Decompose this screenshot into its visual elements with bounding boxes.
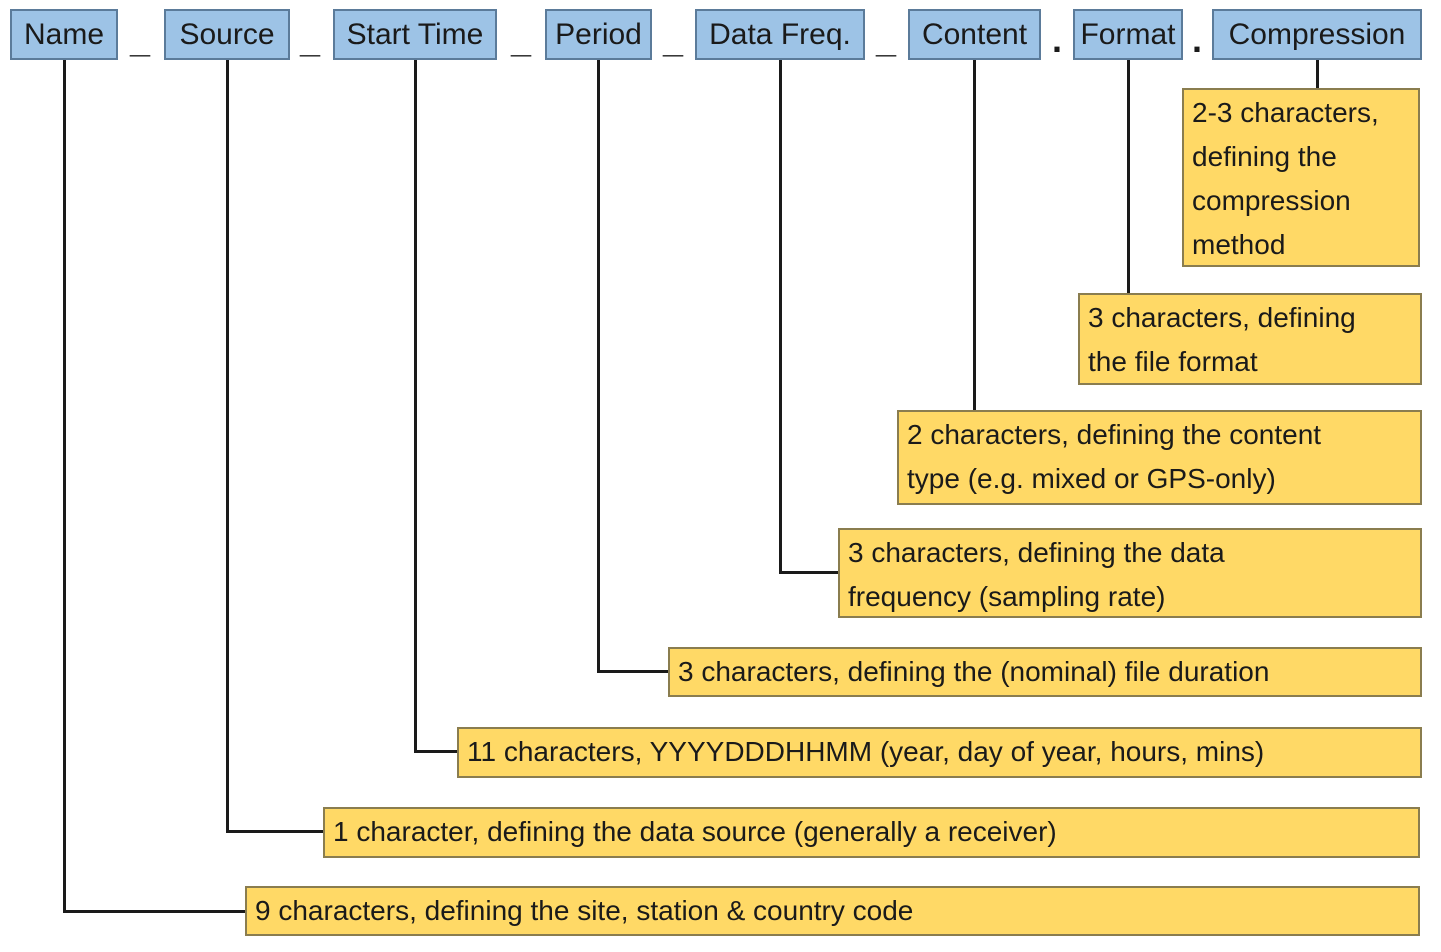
connector-line-data-freq: [779, 571, 838, 574]
field-box-period: Period: [545, 9, 652, 60]
connector-line-data-freq: [779, 60, 782, 574]
connector-line-period: [597, 60, 600, 673]
separator-underscore: _: [662, 19, 684, 60]
connector-line-compression: [1316, 60, 1319, 88]
field-box-start-time: Start Time: [333, 9, 497, 60]
connector-line-start-time: [414, 60, 417, 753]
separator-underscore: _: [129, 19, 151, 60]
separator-underscore: _: [510, 19, 532, 60]
field-box-name: Name: [10, 9, 118, 60]
separator-dot: .: [1051, 19, 1062, 60]
field-box-content: Content: [908, 9, 1041, 60]
connector-line-content: [973, 60, 976, 410]
separator-underscore: _: [875, 19, 897, 60]
note-data-freq: 3 characters, defining the data frequenc…: [838, 528, 1422, 618]
field-box-data-freq: Data Freq.: [695, 9, 865, 60]
note-content: 2 characters, defining the content type …: [897, 410, 1422, 505]
note-format: 3 characters, defining the file format: [1078, 293, 1422, 385]
connector-line-start-time: [414, 750, 457, 753]
field-box-source: Source: [164, 9, 290, 60]
connector-line-source: [226, 830, 323, 833]
field-box-compression: Compression: [1212, 9, 1422, 60]
note-source: 1 character, defining the data source (g…: [323, 807, 1420, 858]
connector-line-source: [226, 60, 229, 833]
connector-line-format: [1127, 60, 1130, 293]
connector-line-name: [63, 910, 245, 913]
field-box-format: Format: [1073, 9, 1183, 60]
note-start-time: 11 characters, YYYYDDDHHMM (year, day of…: [457, 727, 1422, 778]
separator-dot: .: [1191, 19, 1202, 60]
separator-underscore: _: [299, 19, 321, 60]
note-period: 3 characters, defining the (nominal) fil…: [668, 647, 1422, 697]
connector-line-period: [597, 670, 668, 673]
connector-line-name: [63, 60, 66, 913]
note-name: 9 characters, defining the site, station…: [245, 886, 1420, 936]
note-compression: 2-3 characters, defining the compression…: [1182, 88, 1420, 267]
